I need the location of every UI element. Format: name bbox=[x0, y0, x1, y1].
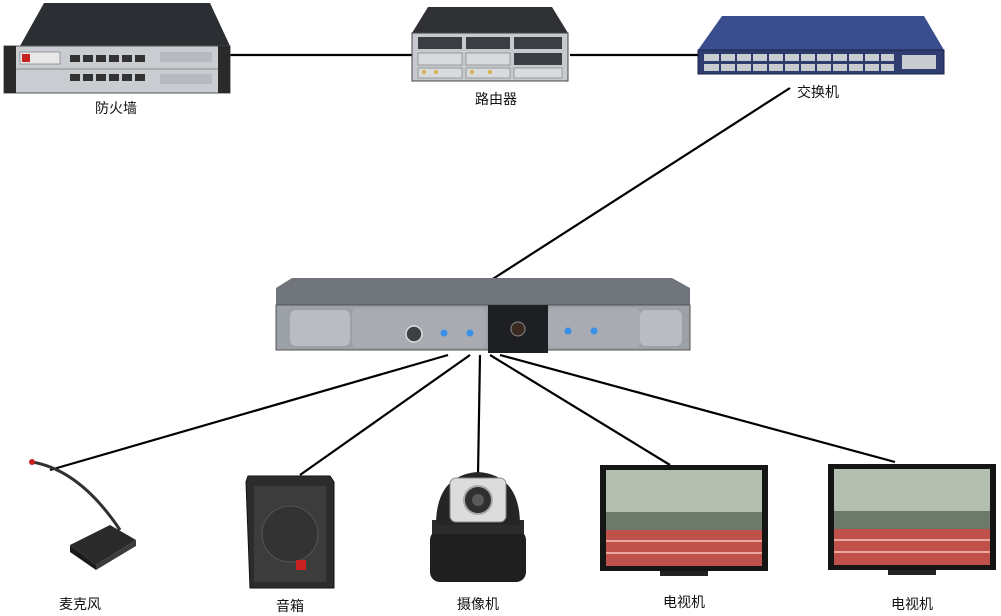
terminal-device bbox=[275, 278, 691, 353]
label-router: 路由器 bbox=[475, 92, 517, 108]
tv2-device bbox=[828, 464, 996, 575]
label-tv2: 电视机 bbox=[891, 597, 933, 613]
microphone-device bbox=[29, 459, 136, 570]
firewall-device bbox=[3, 3, 231, 94]
edge-terminal-tv1 bbox=[489, 354, 671, 466]
label-speaker: 音箱 bbox=[276, 599, 304, 615]
edge-switch-terminal bbox=[487, 87, 791, 283]
label-microphone: 麦克风 bbox=[59, 597, 101, 613]
tv1-device bbox=[600, 465, 768, 576]
connector-lines bbox=[49, 53, 896, 476]
router-device bbox=[411, 7, 569, 82]
edge-terminal-camera bbox=[476, 354, 482, 476]
label-camera: 摄像机 bbox=[457, 597, 499, 613]
edge-terminal-microphone bbox=[49, 353, 449, 472]
switch-device bbox=[697, 16, 945, 75]
edge-terminal-tv2 bbox=[499, 353, 896, 464]
speaker-device bbox=[245, 475, 335, 589]
edge-terminal-speaker bbox=[299, 354, 471, 476]
label-tv1: 电视机 bbox=[663, 595, 705, 611]
label-firewall: 防火墙 bbox=[95, 101, 137, 117]
camera-device bbox=[430, 472, 526, 582]
label-switch: 交换机 bbox=[797, 85, 839, 101]
